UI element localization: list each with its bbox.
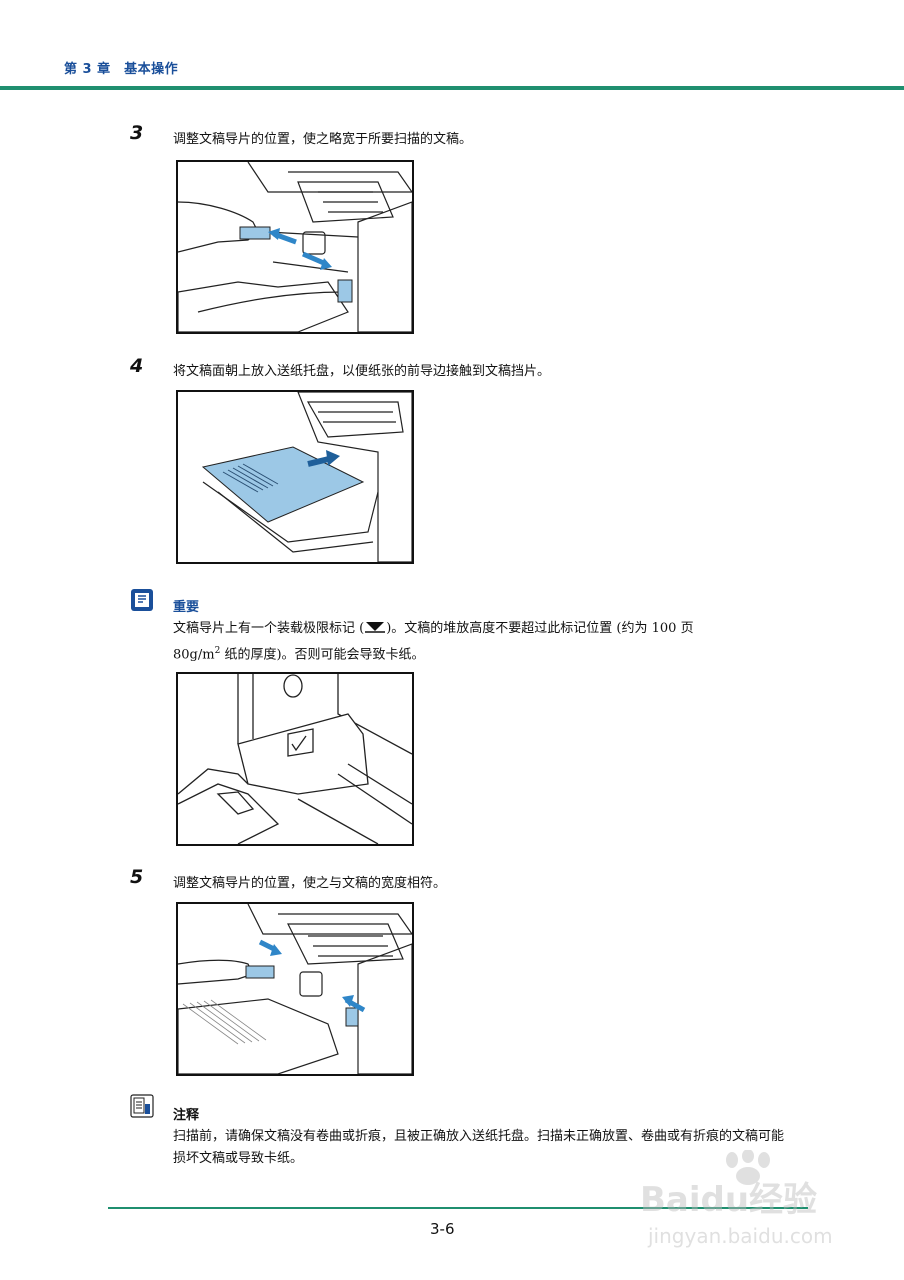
watermark-line2: jingyan.baidu.com: [648, 1224, 833, 1248]
footer-divider: [108, 1207, 808, 1209]
important-line2-end: 纸的厚度)。否则可能会导致卡纸。: [220, 647, 425, 663]
figure-load-documents: [176, 390, 414, 564]
note-body: 扫描前，请确保文稿没有卷曲或折痕，且被正确放入送纸托盘。扫描未正确放置、卷曲或有…: [173, 1129, 785, 1166]
figure-adjust-guides-fit: [176, 902, 414, 1076]
chapter-title: 第 3 章 基本操作: [64, 62, 179, 77]
important-title: 重要: [173, 600, 200, 615]
header-divider: [0, 86, 904, 90]
important-line1-start: 文稿导片上有一个装载极限标记 (: [173, 621, 365, 636]
watermark-line1: Baidu经验: [640, 1180, 818, 1220]
note-icon: [130, 1094, 154, 1118]
note-title: 注释: [173, 1108, 200, 1123]
important-icon: [131, 589, 153, 611]
important-body: 文稿导片上有一个装载极限标记 ( )。文稿的堆放高度不要超过此标记位置 (约为 1…: [173, 618, 793, 666]
step-text-5: 调整文稿导片的位置，使之与文稿的宽度相符。: [173, 876, 447, 891]
important-superscript: 2: [214, 646, 221, 656]
step-number-3: 3: [130, 122, 144, 144]
step-text-4: 将文稿面朝上放入送纸托盘，以便纸张的前导边接触到文稿挡片。: [173, 364, 551, 379]
figure-load-limit-mark: [176, 672, 414, 846]
important-line2-start: 80g/m: [173, 647, 215, 663]
step-number-4: 4: [130, 355, 144, 377]
paw-icon: [726, 1150, 770, 1185]
important-line1-end: )。文稿的堆放高度不要超过此标记位置 (约为 100 页: [386, 621, 694, 636]
figure-adjust-guides-wide: [176, 160, 414, 334]
step-text-3: 调整文稿导片的位置，使之略宽于所要扫描的文稿。: [173, 132, 473, 147]
page-number: 3-6: [430, 1220, 455, 1238]
load-limit-mark-icon: [365, 622, 386, 633]
step-number-5: 5: [130, 866, 144, 888]
baidu-watermark: Baidu经验 jingyan.baidu.com: [640, 1150, 850, 1270]
